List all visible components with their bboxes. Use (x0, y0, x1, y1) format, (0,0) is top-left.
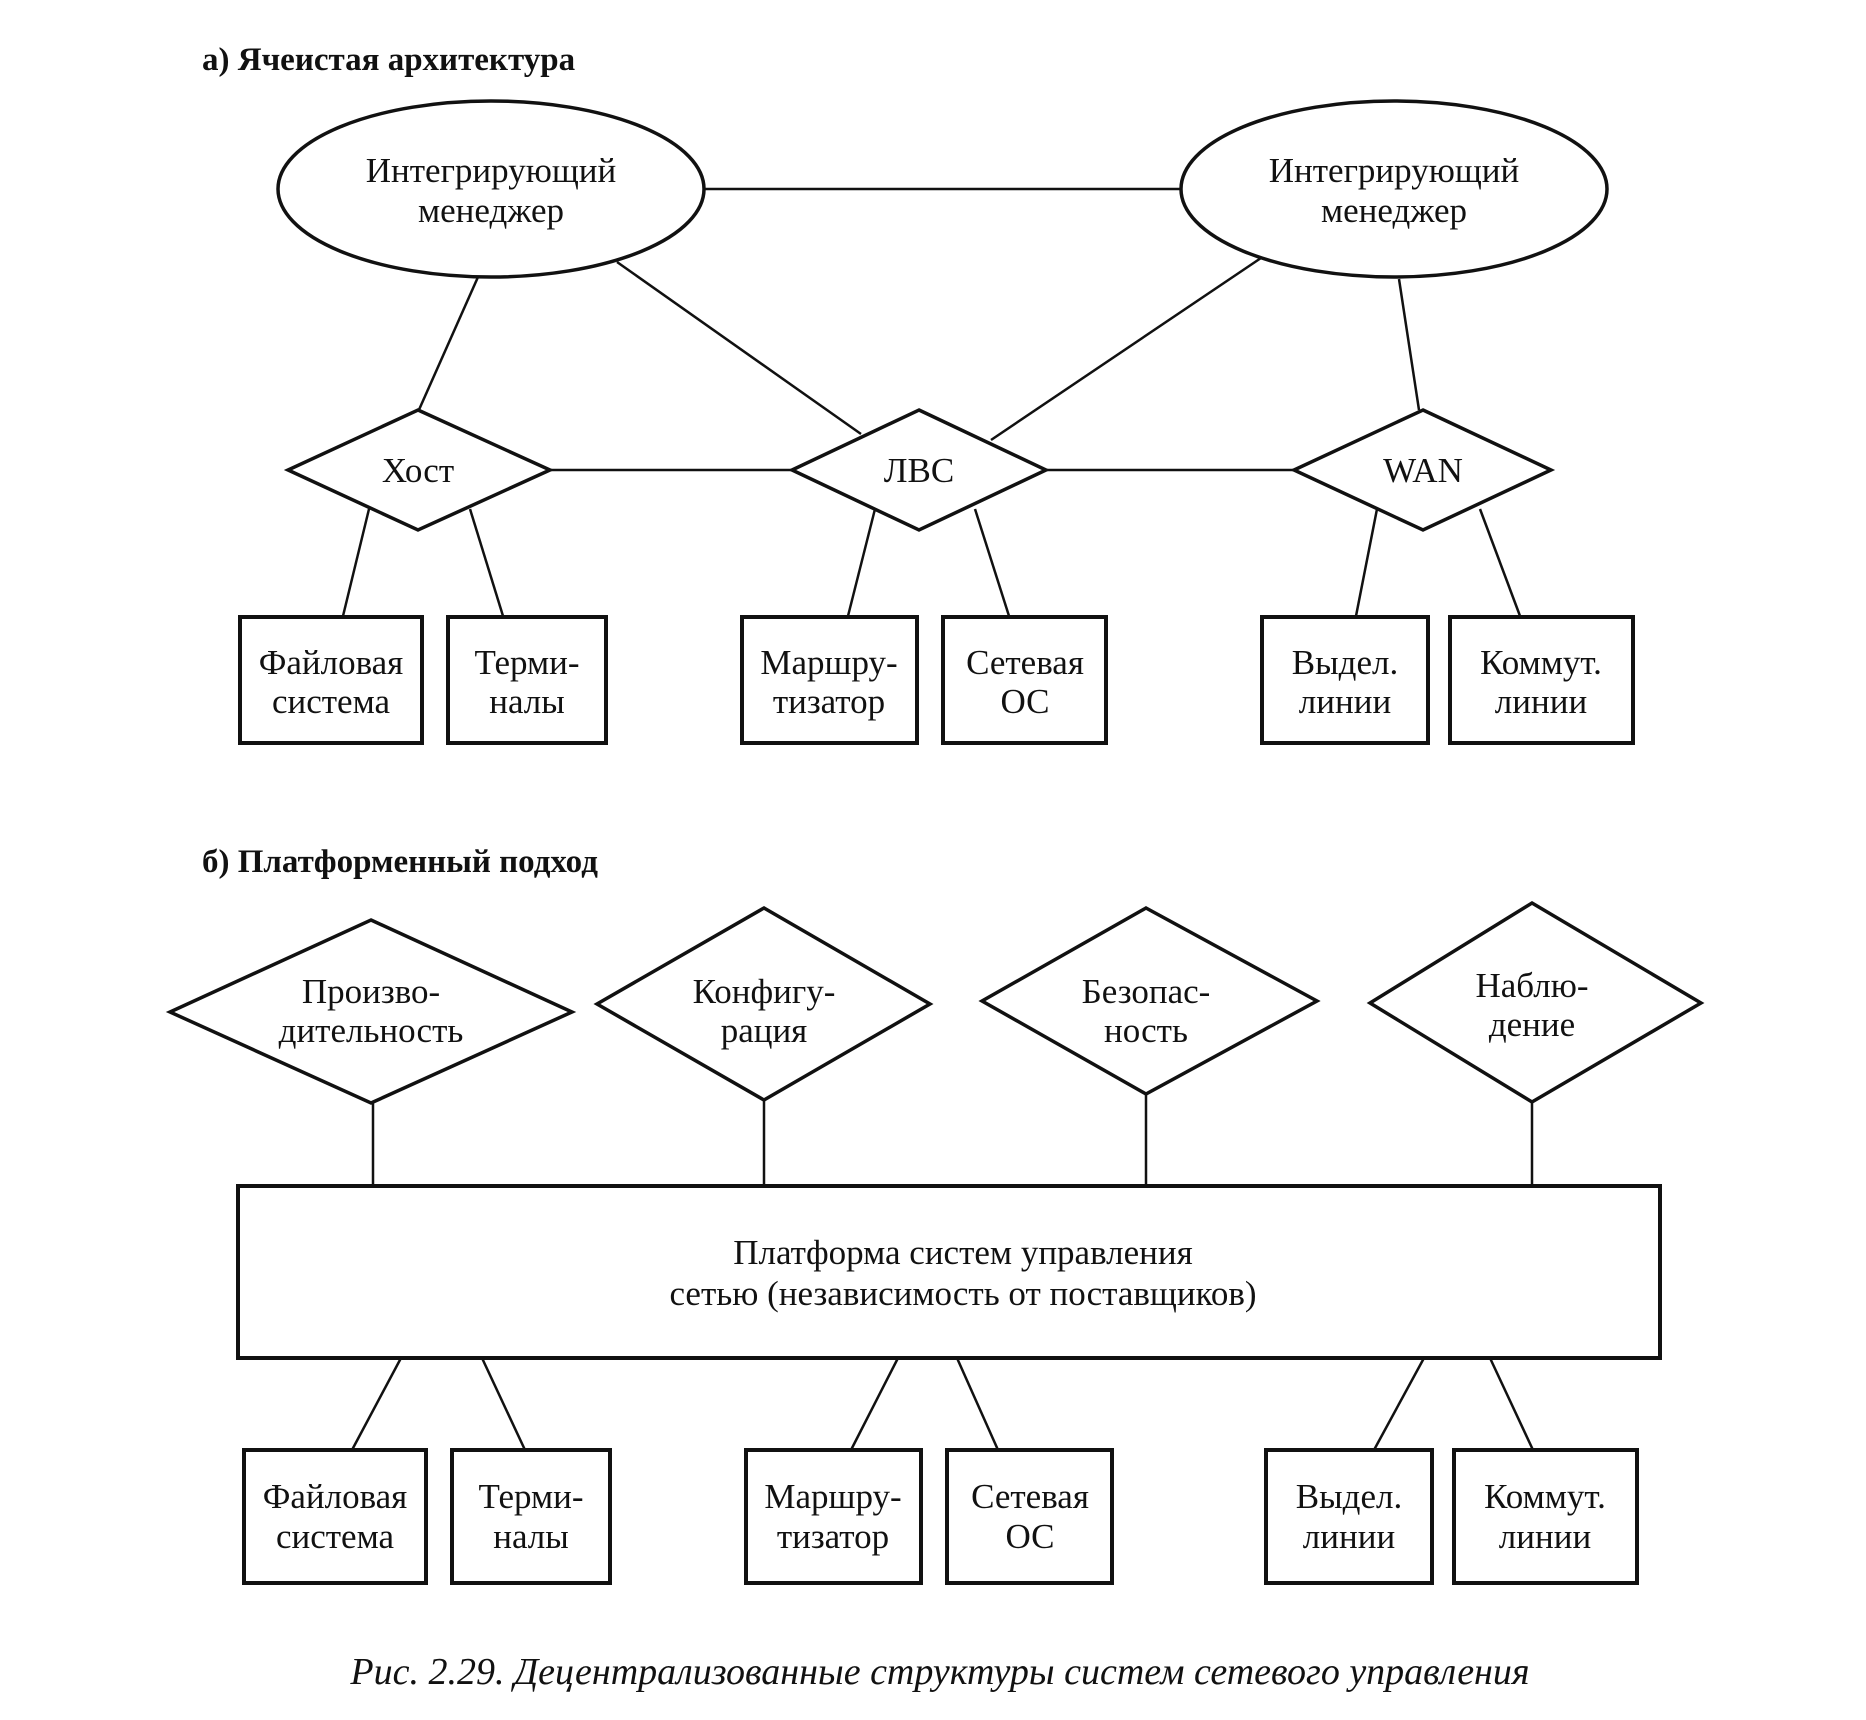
edge-host-terminals (468, 508, 505, 617)
svg-text:Выдел.: Выдел. (1296, 1477, 1402, 1516)
svg-text:линии: линии (1303, 1517, 1395, 1556)
svg-text:Терми-: Терми- (474, 643, 579, 682)
manager-node-1: Интегрирующий менеджер (276, 99, 706, 279)
svg-text:линии: линии (1499, 1517, 1591, 1556)
svg-text:налы: налы (489, 682, 565, 721)
resource-b-terminals: Терми- налы (450, 1448, 612, 1585)
svg-text:Сетевая: Сетевая (971, 1477, 1089, 1516)
svg-text:система: система (272, 682, 391, 721)
resource-a-network-os: Сетевая ОС (941, 615, 1108, 745)
resource-a-switched-lines: Коммут. линии (1448, 615, 1635, 745)
resource-b-network-os: Сетевая ОС (945, 1448, 1114, 1585)
svg-text:Произво-: Произво- (302, 972, 440, 1011)
hub-lan: ЛВС (787, 408, 1051, 532)
edge-wan-leased (1354, 508, 1379, 617)
resource-a-router: Маршру- тизатор (740, 615, 919, 745)
section-b-edges (350, 1094, 1535, 1451)
svg-text:Файловая: Файловая (259, 643, 404, 682)
svg-text:Терми-: Терми- (478, 1477, 583, 1516)
resource-b-router: Маршру- тизатор (744, 1448, 923, 1585)
svg-text:Коммут.: Коммут. (1484, 1477, 1606, 1516)
function-monitoring: Наблю- дение (1366, 900, 1705, 1105)
edge-platform-router (849, 1357, 900, 1451)
section-b-title: б) Платформенный подход (202, 844, 598, 880)
svg-text:ОС: ОС (1000, 682, 1049, 721)
resource-b-filesystem: Файловая система (242, 1448, 428, 1585)
resource-b-leased-lines: Выдел. линии (1264, 1448, 1434, 1585)
resource-a-filesystem: Файловая система (238, 615, 424, 745)
platform-box: Платформа систем управления сетью (незав… (236, 1184, 1662, 1360)
edge-wan-switched (1478, 508, 1522, 617)
svg-text:менеджер: менеджер (1321, 191, 1467, 230)
svg-text:ОС: ОС (1005, 1517, 1054, 1556)
svg-text:WAN: WAN (1383, 451, 1463, 490)
edge-manager2-wan (1397, 278, 1421, 411)
edge-manager2-lan (990, 256, 1262, 442)
svg-text:линии: линии (1495, 682, 1587, 721)
resource-b-switched-lines: Коммут. линии (1452, 1448, 1639, 1585)
section-a-edges (341, 187, 1522, 617)
svg-text:рация: рация (721, 1011, 808, 1050)
edge-platform-leased (1372, 1357, 1426, 1451)
function-security: Безопас- ность (978, 905, 1321, 1097)
svg-text:Наблю-: Наблю- (1475, 966, 1588, 1005)
resource-a-terminals: Терми- налы (446, 615, 608, 745)
svg-text:Сетевая: Сетевая (966, 643, 1084, 682)
edge-manager1-host (416, 276, 480, 413)
svg-text:Безопас-: Безопас- (1082, 972, 1211, 1011)
svg-text:Платформа систем управления: Платформа систем управления (733, 1233, 1192, 1272)
svg-text:линии: линии (1299, 682, 1391, 721)
svg-text:Хост: Хост (382, 451, 454, 490)
edge-host-filesystem (341, 508, 371, 617)
edge-lan-netos (973, 508, 1011, 617)
svg-text:Интегрирующий: Интегрирующий (1269, 151, 1520, 190)
svg-text:дительность: дительность (279, 1011, 464, 1050)
edge-platform-switched (1488, 1357, 1535, 1451)
svg-text:сетью (независимость от постав: сетью (независимость от поставщиков) (669, 1274, 1256, 1313)
svg-text:система: система (276, 1517, 395, 1556)
svg-text:тизатор: тизатор (777, 1517, 889, 1556)
edge-platform-terminals (480, 1357, 527, 1451)
hub-host: Хост (283, 408, 555, 532)
resource-a-leased-lines: Выдел. линии (1260, 615, 1430, 745)
edge-lan-router (846, 508, 877, 617)
svg-text:Файловая: Файловая (263, 1477, 408, 1516)
figure-caption: Рис. 2.29. Децентрализованные структуры … (349, 1651, 1529, 1693)
svg-text:Конфигу-: Конфигу- (693, 972, 836, 1011)
svg-text:ность: ность (1104, 1011, 1188, 1050)
svg-text:Выдел.: Выдел. (1292, 643, 1398, 682)
svg-text:ЛВС: ЛВС (884, 451, 954, 490)
svg-text:тизатор: тизатор (773, 682, 885, 721)
manager-node-2: Интегрирующий менеджер (1179, 99, 1609, 279)
section-a-title: а) Ячеистая архитектура (202, 42, 575, 78)
svg-text:дение: дение (1489, 1005, 1575, 1044)
svg-text:Интегрирующий: Интегрирующий (366, 151, 617, 190)
edge-platform-netos (955, 1357, 1000, 1451)
svg-text:Коммут.: Коммут. (1480, 643, 1602, 682)
edge-platform-filesystem (350, 1357, 403, 1451)
function-performance: Произво- дительность (165, 918, 577, 1105)
svg-text:налы: налы (493, 1517, 569, 1556)
edge-manager1-lan (616, 260, 862, 436)
function-configuration: Конфигу- рация (593, 905, 934, 1103)
svg-text:Маршру-: Маршру- (764, 1477, 901, 1516)
svg-text:менеджер: менеджер (418, 191, 564, 230)
svg-text:Маршру-: Маршру- (760, 643, 897, 682)
hub-wan: WAN (1289, 408, 1556, 532)
